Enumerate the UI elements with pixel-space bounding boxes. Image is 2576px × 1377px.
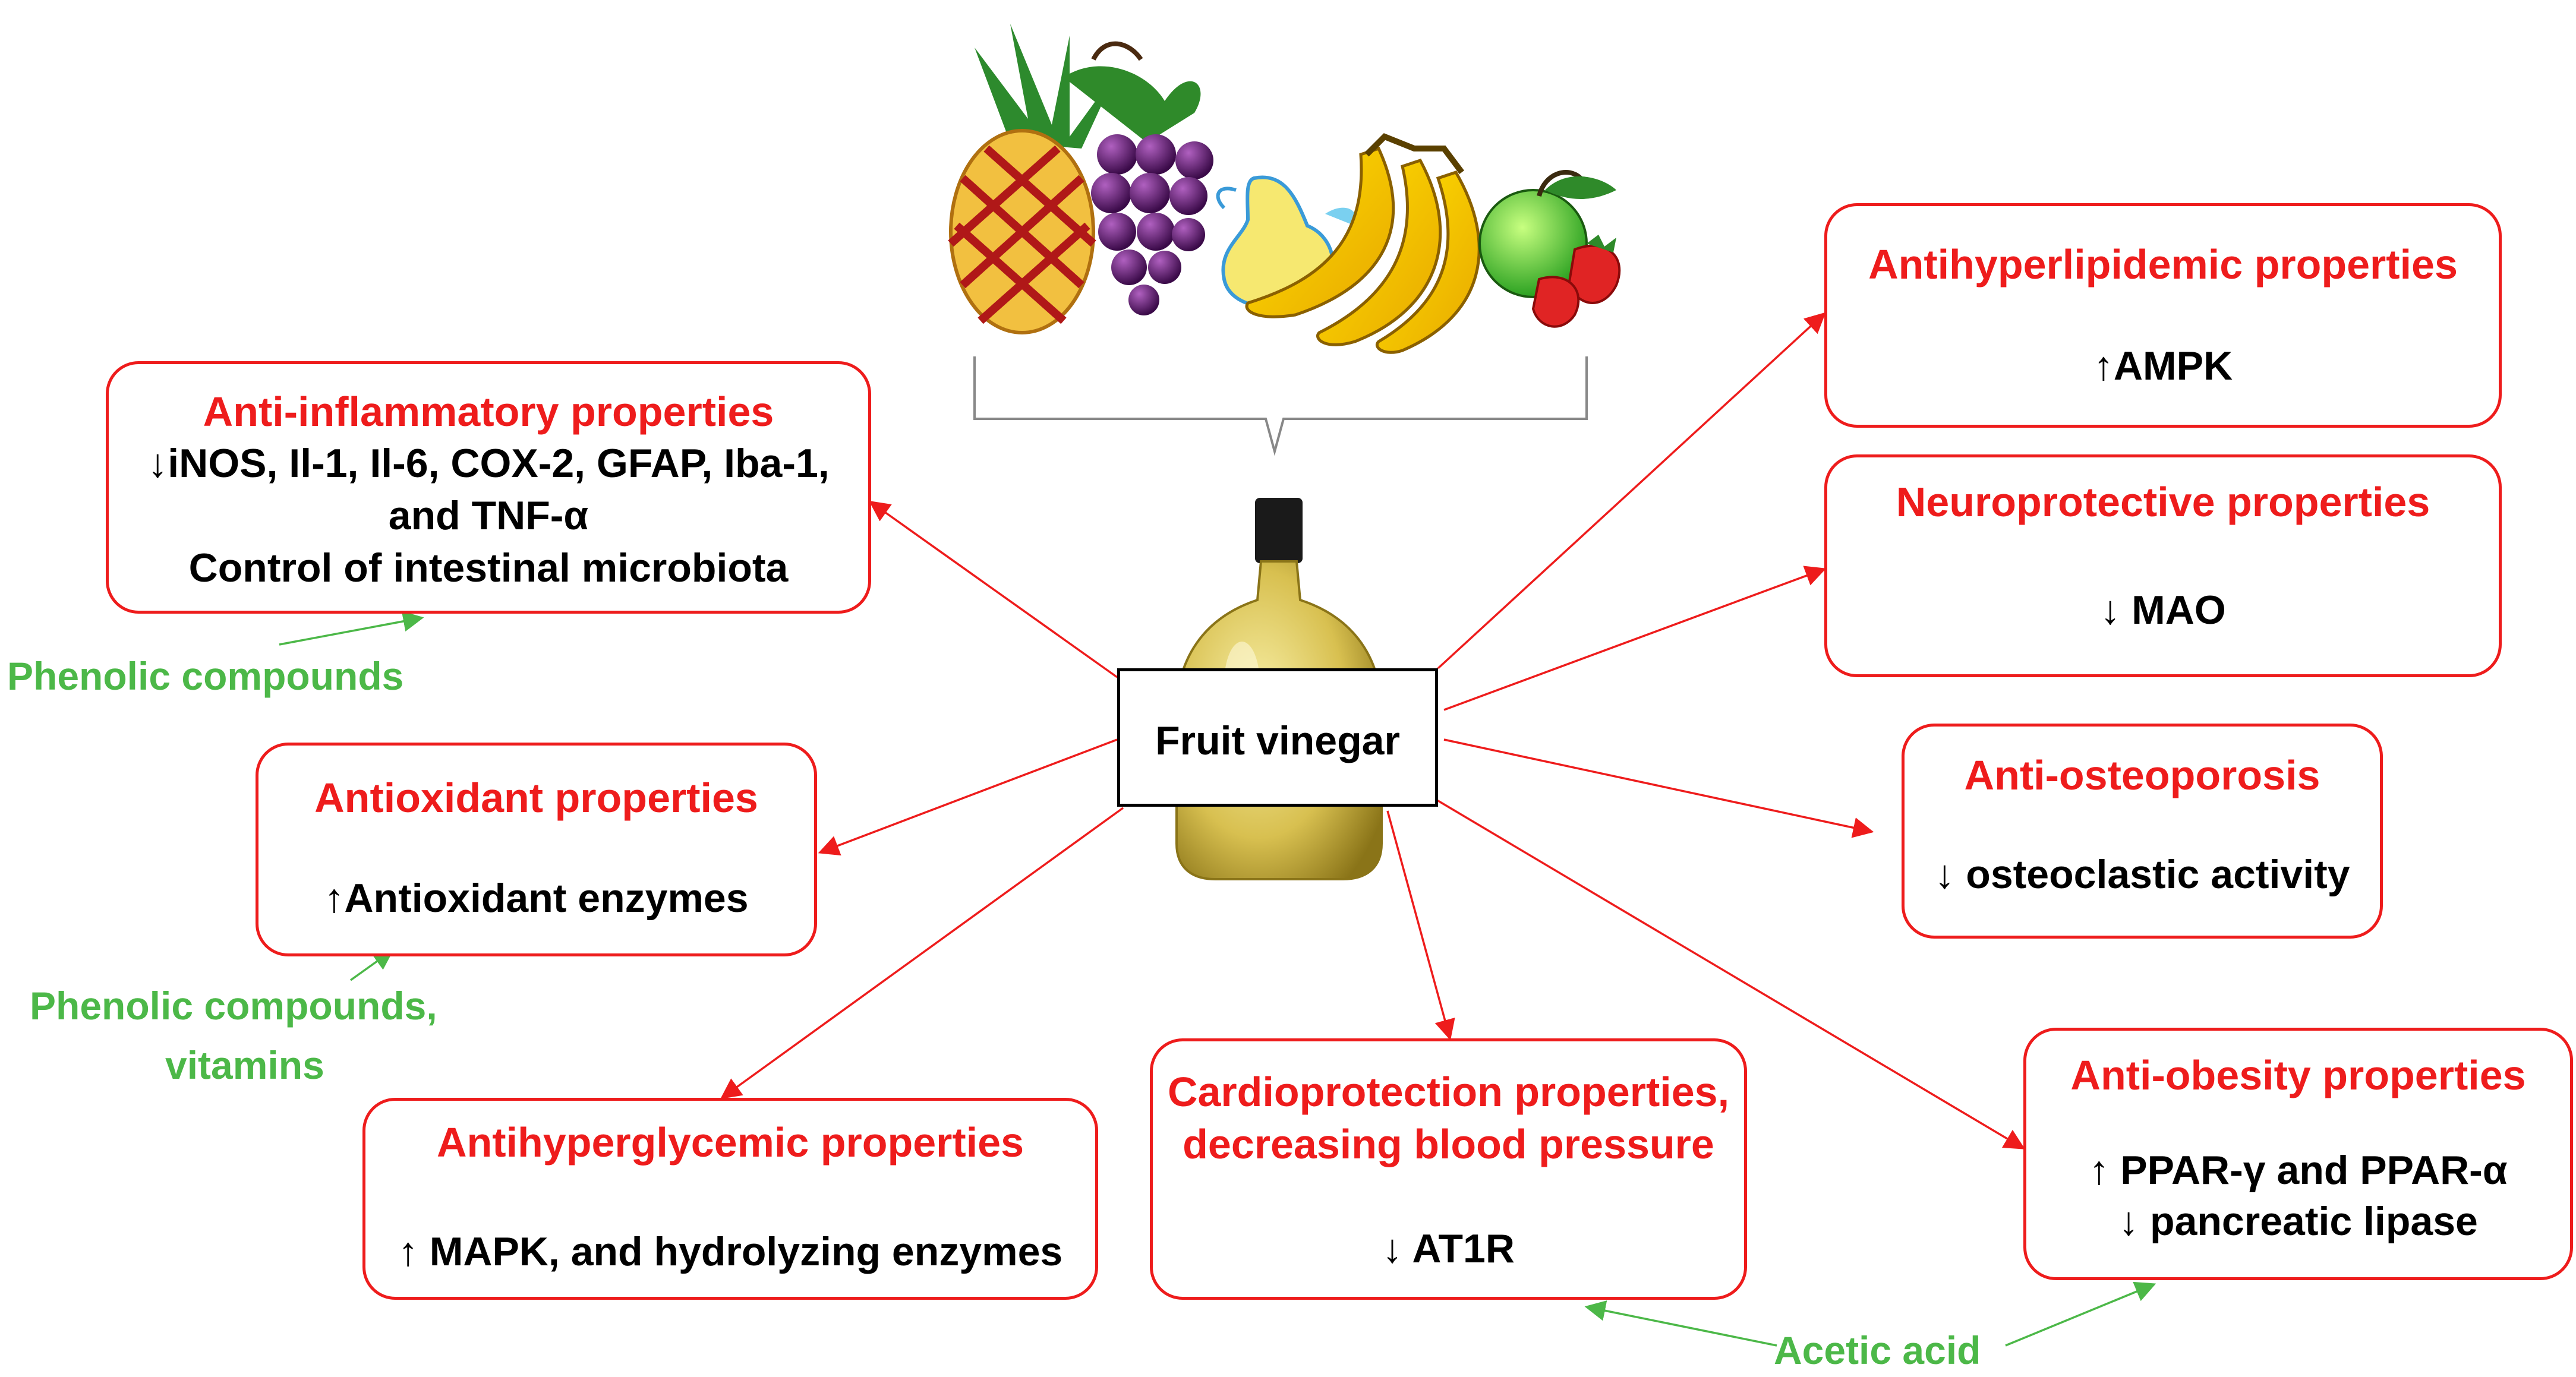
antioxidant-box: Antioxidant properties ↑Antioxidant enzy… [256, 743, 817, 956]
neuroprotective-line1: ↓ MAO [2100, 587, 2226, 633]
antihyperglycemic-title: Antihyperglycemic properties [436, 1119, 1024, 1166]
arrow-acetic-to-cardio [1584, 1300, 1777, 1347]
up-arrow-icon: ↑ [324, 876, 345, 921]
neuroprotective-marker: MAO [2132, 588, 2226, 633]
cardioprotection-line1: ↓ AT1R [1382, 1226, 1515, 1272]
up-arrow-icon: ↑ [398, 1229, 418, 1274]
arrow-to-anti-osteoporosis [1443, 738, 1874, 838]
antihyperlipidemic-line1: ↑AMPK [2093, 343, 2233, 389]
anti-inflammatory-markers: iNOS, Il-1, Il-6, COX-2, GFAP, Iba-1, [168, 441, 830, 486]
grapes-illustration [1064, 41, 1213, 315]
down-arrow-icon: ↓ [147, 441, 168, 486]
green-arrows [279, 611, 2156, 1347]
anti-inflammatory-line3: Control of intestinal microbiota [188, 545, 789, 590]
antihyperglycemic-line1: ↑ MAPK, and hydrolyzing enzymes [398, 1228, 1062, 1275]
down-arrow-icon: ↓ [1382, 1226, 1403, 1271]
anti-obesity-lipase: pancreatic lipase [2150, 1199, 2478, 1244]
fruit-vinegar-box: Fruit vinegar [1117, 668, 1438, 807]
cardioprotection-title-line2: decreasing blood pressure [1183, 1121, 1714, 1167]
neuroprotective-box: Neuroprotective properties ↓ MAO [1824, 454, 2502, 677]
up-arrow-icon: ↑ [2089, 1148, 2110, 1193]
arrow-to-anti-inflammatory [869, 500, 1118, 678]
pear-illustration [1216, 175, 1356, 309]
pineapple-illustration [948, 24, 1117, 334]
source-acetic-acid: Acetic acid [1774, 1328, 1981, 1372]
anti-obesity-line1: ↑ PPAR-γ and PPAR-α [2089, 1147, 2507, 1193]
antihyperglycemic-markers: MAPK, and hydrolyzing enzymes [429, 1229, 1063, 1274]
red-arrows [720, 312, 2026, 1149]
anti-obesity-title: Anti-obesity properties [2070, 1052, 2526, 1098]
arrow-to-anti-obesity [1434, 798, 2026, 1149]
anti-osteoporosis-marker: osteoclastic activity [1966, 852, 2350, 897]
fruit-group-brace [973, 356, 1588, 456]
anti-inflammatory-line2: and TNF-α [388, 493, 589, 538]
arrow-to-neuroprotective [1443, 566, 1827, 711]
bananas-illustration [1245, 133, 1481, 354]
antihyperlipidemic-marker: AMPK [2113, 343, 2233, 389]
anti-obesity-ppar: PPAR-γ and PPAR-α [2120, 1148, 2508, 1193]
source-phenolic-vitamins-line1: Phenolic compounds, [30, 984, 437, 1028]
anti-inflammatory-line1: ↓iNOS, Il-1, Il-6, COX-2, GFAP, Iba-1, [147, 440, 829, 487]
antihyperlipidemic-title: Antihyperlipidemic properties [1868, 241, 2458, 288]
anti-osteoporosis-title: Anti-osteoporosis [1964, 752, 2320, 798]
anti-inflammatory-box: Anti-inflammatory properties ↓iNOS, Il-1… [106, 361, 871, 614]
antihyperglycemic-box: Antihyperglycemic properties ↑ MAPK, and… [362, 1098, 1098, 1300]
arrow-to-antihyperglycemic [720, 807, 1124, 1100]
down-arrow-icon: ↓ [2100, 588, 2121, 633]
down-arrow-icon: ↓ [2118, 1199, 2139, 1244]
cardioprotection-marker: AT1R [1412, 1226, 1515, 1271]
fruit-vinegar-label: Fruit vinegar [1155, 718, 1400, 763]
fruit-illustrations [948, 24, 1621, 354]
antioxidant-line1: ↑Antioxidant enzymes [324, 875, 748, 921]
neuroprotective-title: Neuroprotective properties [1896, 479, 2430, 525]
antioxidant-enzymes: Antioxidant enzymes [344, 876, 749, 921]
anti-obesity-box: Anti-obesity properties ↑ PPAR-γ and PPA… [2023, 1028, 2573, 1280]
strawberries-illustration [1531, 235, 1621, 328]
down-arrow-icon: ↓ [1934, 852, 1955, 897]
source-phenolic-compounds: Phenolic compounds [7, 654, 404, 698]
arrow-to-antioxidant [818, 738, 1118, 856]
cardioprotection-box: Cardioprotection properties, decreasing … [1150, 1038, 1747, 1300]
source-phenolic-vitamins-line2: vitamins [165, 1043, 324, 1087]
arrow-acetic-to-obesity [2005, 1281, 2156, 1347]
anti-obesity-line2: ↓ pancreatic lipase [2118, 1198, 2478, 1245]
anti-inflammatory-title: Anti-inflammatory properties [203, 389, 774, 435]
antihyperlipidemic-box: Antihyperlipidemic properties ↑AMPK [1824, 203, 2502, 428]
anti-osteoporosis-box: Anti-osteoporosis ↓ osteoclastic activit… [1902, 724, 2383, 939]
cardioprotection-title-line1: Cardioprotection properties, [1167, 1069, 1730, 1115]
up-arrow-icon: ↑ [2093, 343, 2114, 389]
arrow-to-antihyperlipidemic [1437, 312, 1826, 669]
antioxidant-title: Antioxidant properties [314, 775, 758, 821]
arrow-to-cardioprotection [1386, 810, 1455, 1041]
arrow-phenolic-to-inflammatory [279, 611, 424, 646]
anti-osteoporosis-line1: ↓ osteoclastic activity [1934, 851, 2350, 898]
